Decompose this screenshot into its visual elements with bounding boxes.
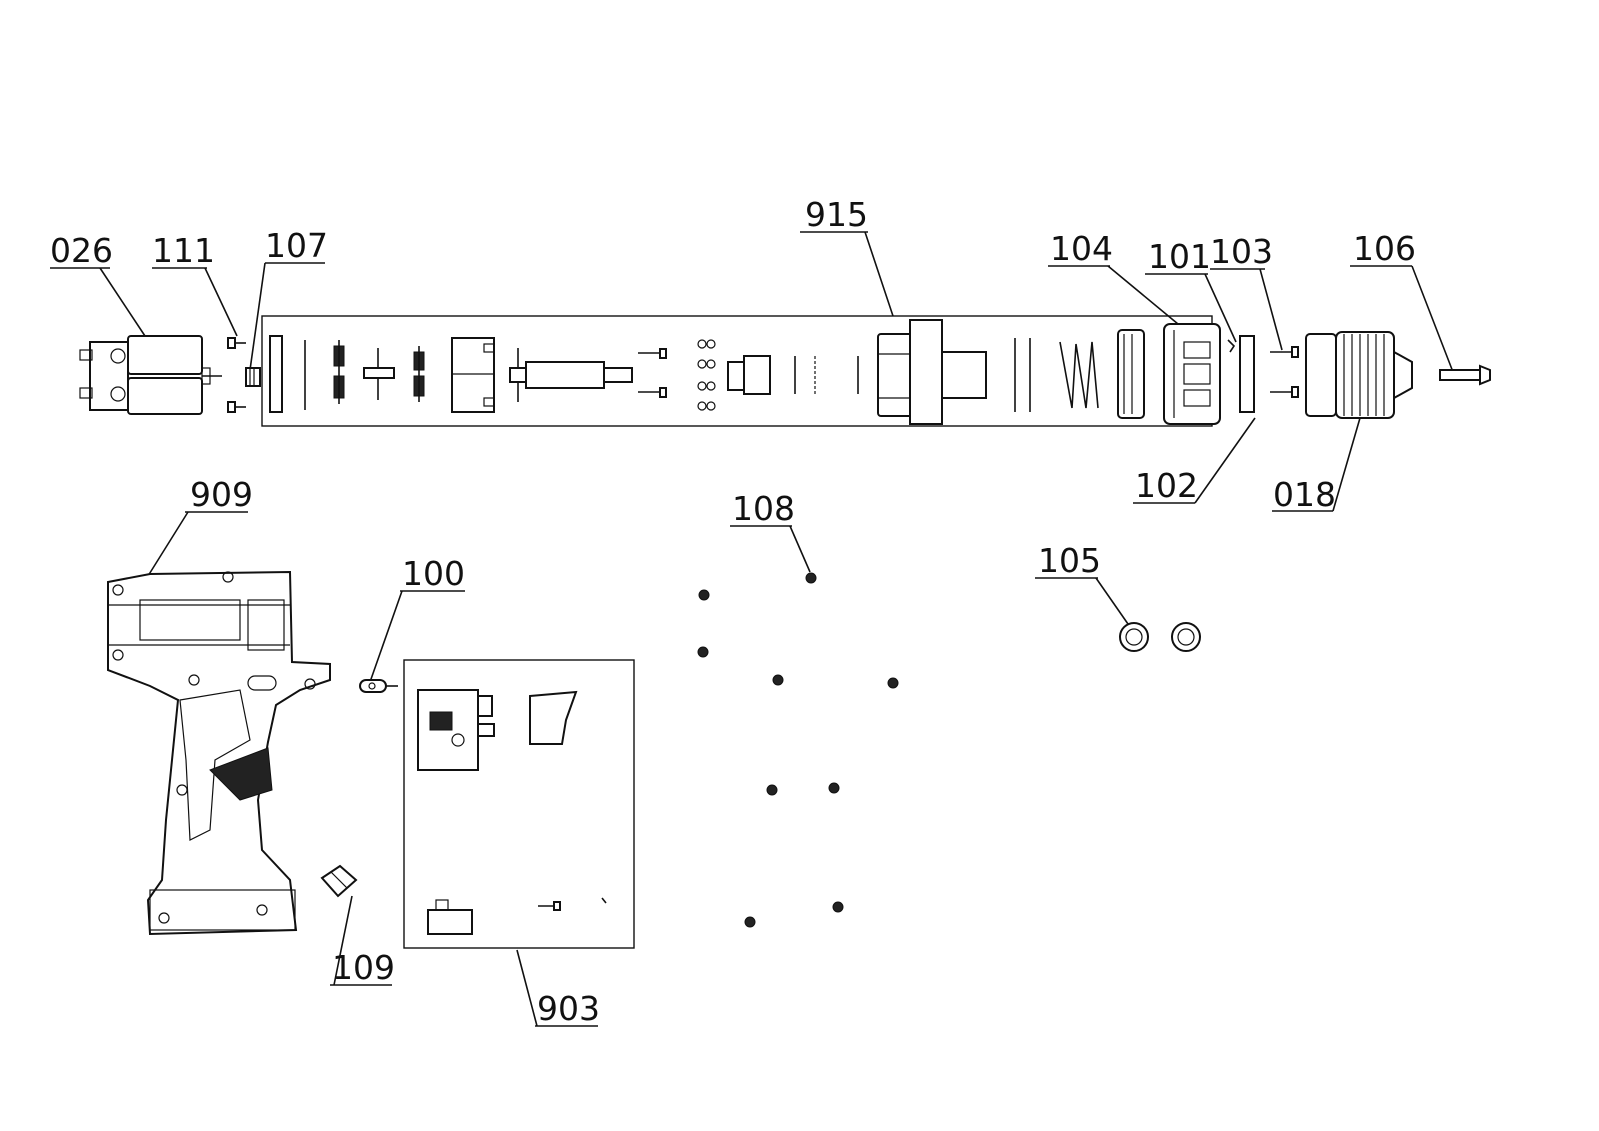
part-number-915: 915 <box>805 195 868 234</box>
washers-part-105 <box>1119 622 1201 652</box>
part-number-102: 102 <box>1135 466 1198 505</box>
part-number-100: 100 <box>402 554 465 593</box>
part-109 <box>320 864 358 898</box>
label-103: 103 <box>1210 232 1283 351</box>
screws-part-111 <box>227 337 246 413</box>
part-number-018: 018 <box>1273 475 1336 514</box>
label-903: 903 <box>516 949 600 1028</box>
label-915: 915 <box>800 195 894 317</box>
label-018: 018 <box>1272 417 1361 514</box>
part-100 <box>359 679 398 693</box>
label-909: 909 <box>147 475 253 577</box>
part-number-111: 111 <box>152 231 215 270</box>
pinion-part-107 <box>245 367 261 387</box>
label-107: 107 <box>249 226 328 371</box>
label-100: 100 <box>369 554 465 683</box>
label-101: 101 <box>1145 237 1237 343</box>
part-number-105: 105 <box>1038 541 1101 580</box>
switch-assembly-903 <box>403 659 635 949</box>
clutch-ring-part-104 <box>1163 323 1221 425</box>
label-108: 108 <box>730 489 811 573</box>
chuck-part-018 <box>1305 331 1413 419</box>
label-106: 106 <box>1350 229 1454 373</box>
gearbox-assembly-915 <box>261 315 1213 427</box>
label-104: 104 <box>1048 229 1179 325</box>
label-111: 111 <box>152 231 238 337</box>
part-number-909: 909 <box>190 475 253 514</box>
housing-part-909 <box>107 570 331 936</box>
plate-part-102 <box>1239 335 1255 413</box>
motor-part-026 <box>79 335 222 415</box>
label-109: 109 <box>330 895 395 987</box>
part-number-106: 106 <box>1353 229 1416 268</box>
label-026: 026 <box>50 231 146 337</box>
part-number-026: 026 <box>50 231 113 270</box>
label-102: 102 <box>1133 417 1256 505</box>
chuck-screw-part-106 <box>1439 364 1491 386</box>
part-number-108: 108 <box>732 489 795 528</box>
screws-part-108 <box>697 572 899 928</box>
spring-clip-part-101 <box>1227 339 1236 353</box>
label-105: 105 <box>1035 541 1129 625</box>
screws-part-103 <box>1270 346 1299 398</box>
switch-group-frame <box>403 659 635 949</box>
part-number-107: 107 <box>265 226 328 265</box>
part-number-109: 109 <box>332 948 395 987</box>
part-number-101: 101 <box>1148 237 1211 276</box>
part-number-104: 104 <box>1050 229 1113 268</box>
part-number-903: 903 <box>537 989 600 1028</box>
part-number-103: 103 <box>1210 232 1273 271</box>
